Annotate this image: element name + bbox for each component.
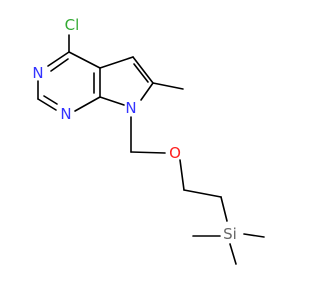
bond-c4-n3 [47,51,70,67]
molecule-structure-diagram: Cl N N N O Si [32,16,265,265]
bonds [37,34,265,265]
chlorine-label: Cl [65,16,80,34]
nitrogen-label-pyrrole: N [125,99,136,117]
bond-ch2-o [130,151,166,154]
bond-c4-n3-inner [50,58,69,72]
bond-o-ch2 [179,159,185,191]
nitrogen-label-upper: N [32,64,43,82]
bond-ch2-si [220,196,228,222]
nitrogen-label-lower: N [60,105,71,123]
bond-si-methyl-right [243,233,265,238]
bond-c6-n7 [140,82,154,101]
bond-c4a-c5 [99,56,134,69]
bond-n1-c7a [74,96,101,112]
silicon-label: Si [223,225,237,243]
oxygen-label: O [169,144,181,162]
bond-c5-c6-inner [133,63,149,83]
bond-c6-methyl [152,82,184,90]
bond-n7-c7a [99,96,125,106]
bond-si-methyl-down [229,243,237,265]
bond-ch2-ch2 [183,189,222,198]
bond-c4-c4a [68,51,101,69]
atom-labels: Cl N N N O Si [32,16,236,243]
bond-c5-c6 [132,56,154,84]
bond-c2-n1-inner [43,95,58,105]
bond-c2-n1 [37,98,57,111]
